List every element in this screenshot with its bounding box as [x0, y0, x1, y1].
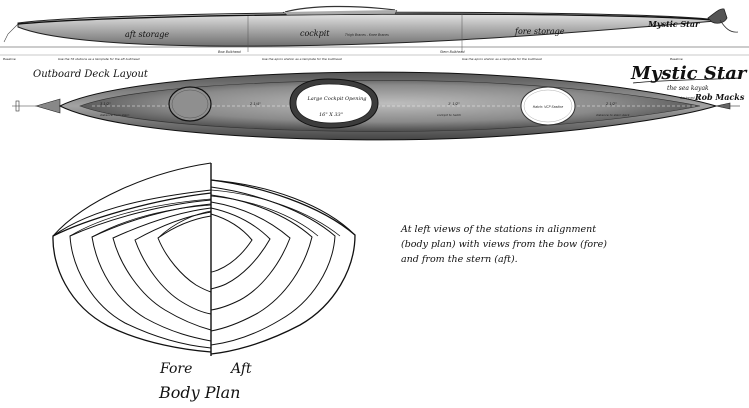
- aft-outer-section: [210, 179, 356, 355]
- hull-side: [17, 11, 717, 47]
- fore-section: [69, 199, 212, 349]
- stern-tip: [34, 98, 61, 114]
- cockpit-size-label: 16" X 33": [319, 112, 343, 118]
- designer-prefix: designed by: [680, 96, 700, 100]
- cockpit-label: cockpit: [300, 29, 330, 38]
- dim-note: distance from stern: [100, 113, 129, 117]
- dim-value: 1' 1/2": [448, 102, 460, 106]
- aft-hatch-rim: [171, 89, 209, 119]
- cockpit-opening: [295, 83, 373, 124]
- stern-toggle: [15, 100, 20, 112]
- aft-section: [210, 201, 291, 311]
- aft-deck-line: [210, 189, 341, 237]
- baseline-label: Baseline: [670, 57, 683, 61]
- bow-handle-line: [719, 19, 739, 33]
- fore-section: [112, 207, 212, 331]
- cockpit-opening-label: Large Cockpit Opening: [306, 96, 366, 102]
- aft-storage-label: aft storage: [125, 30, 169, 39]
- caption-line: At left views of the stations in alignme…: [400, 224, 596, 235]
- fore-label: Fore: [159, 361, 192, 377]
- aft-label: Aft: [229, 361, 252, 377]
- fore-hatch: [520, 86, 576, 126]
- fore-outer-section: [52, 192, 212, 353]
- aft-deck-line: [210, 195, 319, 237]
- fore-deck-line: [69, 198, 212, 237]
- logo-subtitle: the sea kayak: [667, 85, 709, 92]
- dim-value: 2 1/2": [606, 102, 617, 106]
- fore-deck-line: [91, 204, 212, 238]
- profile-note: Use the aprox station as a template for …: [462, 57, 542, 61]
- caption: At left views of the stations in alignme…: [400, 224, 607, 265]
- caption-line: and from the stern (aft).: [401, 254, 518, 265]
- aft-section: [210, 213, 253, 273]
- fore-storage-label: fore storage: [514, 27, 565, 36]
- dim-value: 2 1/4": [250, 102, 261, 106]
- fore-deck-line: [157, 210, 212, 239]
- cockpit-rim: [282, 9, 398, 16]
- deck-layout: Outboard Deck Layout Large Cockpit Openi…: [12, 69, 740, 141]
- body-plan: Fore Aft Body Plan: [52, 162, 356, 402]
- stern-line: [3, 23, 19, 43]
- aft-deck-line: [210, 179, 356, 236]
- fore-sheer-arc: [52, 162, 212, 237]
- dim-note: distance to stern deck: [596, 113, 630, 117]
- profile-note: Bow Bulkhead: [218, 50, 242, 54]
- baseline-label: Baseline: [3, 57, 16, 61]
- profile-note: Use the 76 stations as a template for th…: [58, 57, 140, 61]
- designer-name: Rob Macks: [694, 92, 745, 102]
- deck-layout-title: Outboard Deck Layout: [33, 69, 149, 80]
- fore-deck-line: [52, 189, 212, 237]
- fore-hatch-rim: [523, 89, 573, 123]
- cockpit-coaming: [284, 5, 396, 13]
- body-plan-title: Body Plan: [158, 383, 240, 402]
- profile-note: Stern Bulkhead: [440, 50, 465, 54]
- profile-note: Thigh Braces - Knee Braces: [345, 33, 389, 37]
- fore-section: [157, 215, 212, 293]
- caption-line: (body plan) with views from the bow (for…: [401, 239, 607, 250]
- fore-section: [134, 211, 212, 315]
- dim-value: 3 1/2": [100, 102, 111, 106]
- logo-block: Mystic Star the sea kayak designed by Ro…: [630, 63, 748, 102]
- profile-view: aft storage cockpit fore storage Thigh B…: [0, 5, 749, 61]
- aft-hatch: [168, 86, 212, 122]
- fore-hatch-note: Hatch: VCP Sealine: [533, 105, 564, 109]
- dim-note: cockpit to hatch: [437, 113, 461, 117]
- bow-tip: [715, 102, 731, 110]
- profile-note: Use the aprox station as a template for …: [262, 57, 342, 61]
- aft-section: [210, 194, 313, 332]
- profile-logo: Mystic Star: [647, 19, 700, 29]
- fore-section: [91, 203, 212, 342]
- bow-toggle: [707, 8, 728, 24]
- aft-section: [210, 207, 271, 290]
- logo-title: Mystic Star: [630, 63, 748, 84]
- logo-swash: [632, 77, 741, 84]
